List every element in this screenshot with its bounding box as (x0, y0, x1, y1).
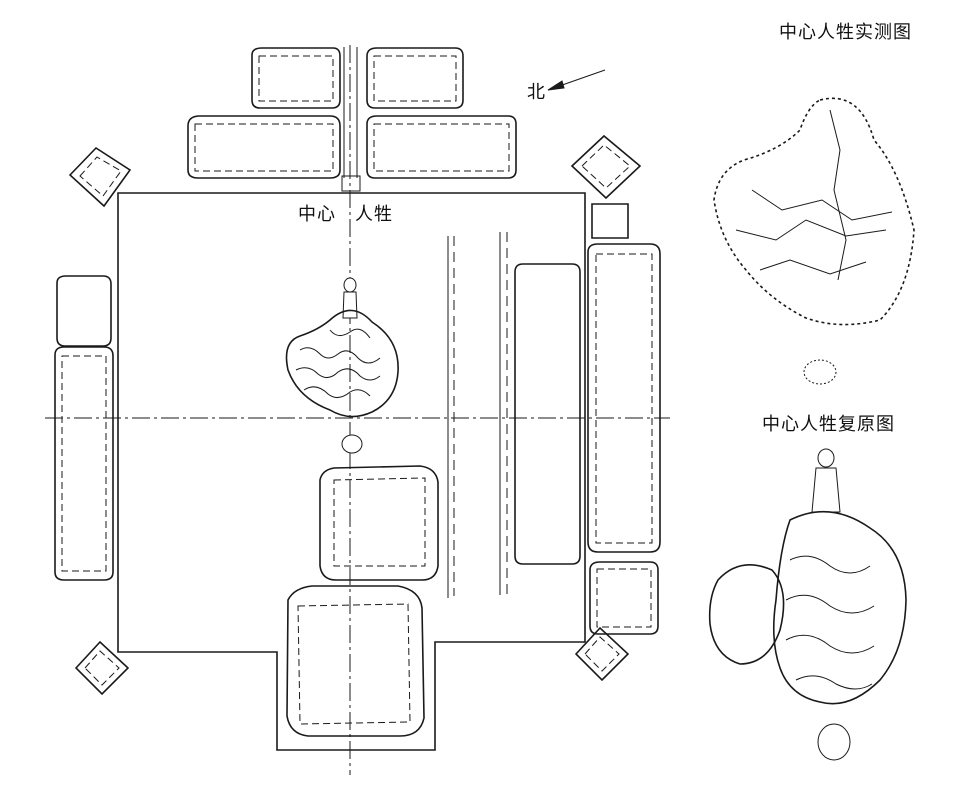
central-victim-cluster (285, 277, 399, 454)
corner-pit-se (574, 626, 630, 682)
central-lower-pit (319, 465, 439, 581)
corner-pit-ne (570, 134, 642, 200)
measured-drawing-title: 中心人牲实测图 (779, 22, 912, 43)
north-label: 北 (527, 82, 546, 103)
north-arrow (547, 69, 606, 91)
east-pit-small (591, 203, 629, 239)
east-pit-bottom (589, 561, 659, 635)
reconstruction-drawing (708, 448, 907, 761)
north-upper-left-pit (251, 47, 341, 109)
west-pit-upper (56, 275, 112, 347)
west-pit-lower (54, 346, 114, 581)
corner-pit-sw (74, 640, 130, 696)
measured-drawing (713, 97, 915, 385)
reconstruction-drawing-title: 中心人牲复原图 (762, 414, 895, 435)
north-passage (341, 47, 361, 192)
north-lower-right-pit (366, 115, 517, 179)
north-lower-left-pit (187, 115, 341, 179)
main-pit-outline (117, 192, 586, 751)
inner-trench-bodies (447, 232, 508, 598)
corner-pit-nw (68, 146, 132, 208)
south-pit (286, 585, 425, 737)
east-pit-long (587, 243, 661, 553)
inner-rect-pit (514, 263, 581, 565)
north-upper-right-pit (366, 47, 464, 109)
central-victims-label: 中心 人牲 (298, 204, 393, 225)
